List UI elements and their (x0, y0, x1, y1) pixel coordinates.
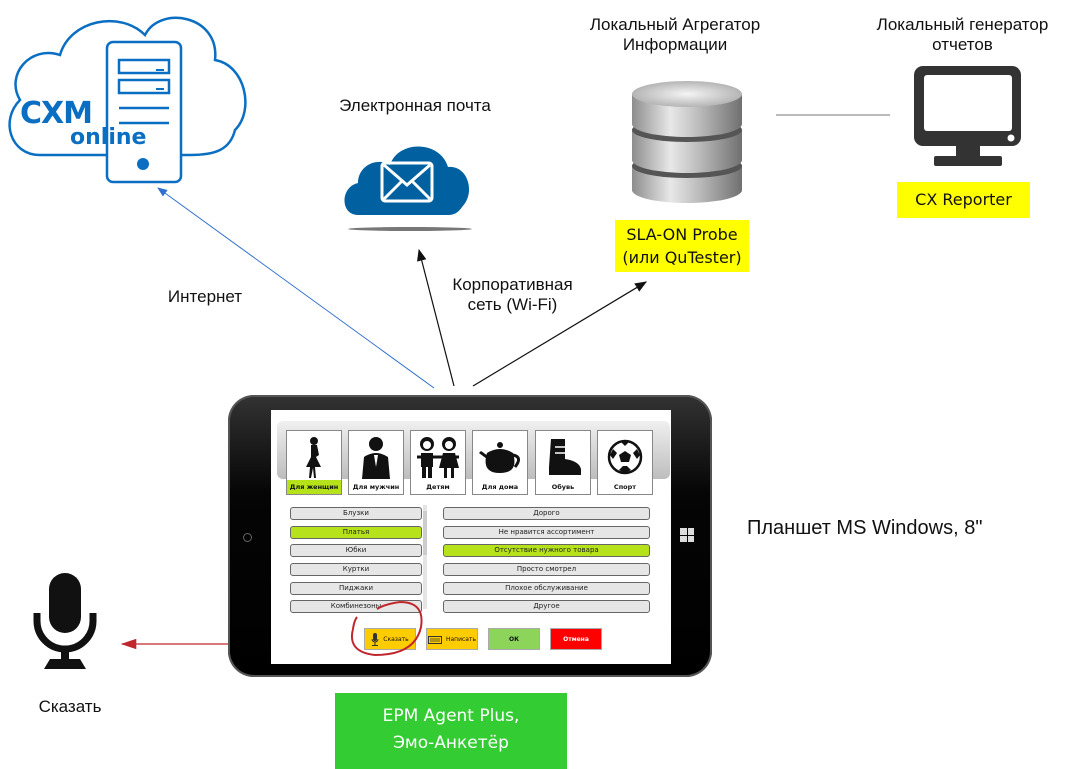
reason-option[interactable]: Не нравится ассортимент (443, 526, 650, 539)
reason-option[interactable]: Другое (443, 600, 650, 613)
online-logo-text: online (70, 125, 147, 150)
corporate-network-line2: сеть (Wi-Fi) (467, 295, 558, 314)
category-shoes[interactable]: Обувь (535, 430, 591, 495)
children-icon (417, 437, 459, 478)
category-label: Спорт (613, 483, 637, 491)
internet-link (157, 187, 435, 389)
category-home[interactable]: Для дома (472, 430, 528, 495)
aggregator-label-line2: Информации (622, 35, 728, 54)
item-option[interactable]: Юбки (290, 544, 422, 557)
microphone-label: Сказать (38, 697, 102, 716)
cxm-online-node: CXM online (0, 0, 250, 190)
windows-logo-icon (680, 528, 694, 542)
aggregator-label-line1: Локальный Агрегатор (589, 15, 761, 34)
items-scrollbar[interactable] (423, 505, 427, 609)
report-generator-label: Локальный генератор отчетов (855, 15, 1065, 55)
epm-agent-line2: Эмо-Анкетёр (393, 733, 509, 753)
aggregator-link (472, 281, 648, 387)
ok-button-label: ОК (508, 635, 519, 643)
cxm-logo-text: CXM (20, 96, 93, 131)
aggregator-label: Локальный Агрегатор Информации (565, 15, 785, 55)
category-label: Для мужчин (352, 483, 400, 491)
boot-icon (549, 439, 581, 475)
sla-on-probe-badge: SLA-ON Probe (или QuTester) (615, 220, 749, 272)
reason-option[interactable]: Плохое обслуживание (443, 582, 650, 595)
sla-on-probe-line1: SLA-ON Probe (626, 225, 738, 244)
item-option[interactable]: Блузки (290, 507, 422, 520)
reason-option[interactable]: Просто смотрел (443, 563, 650, 576)
corporate-network-label: Корпоративная сеть (Wi-Fi) (440, 275, 585, 315)
teapot-icon (479, 442, 520, 473)
corporate-network-line1: Корпоративная (452, 275, 573, 294)
database-icon (632, 81, 742, 203)
reason-option[interactable]: Отсутствие нужного товара (443, 544, 650, 557)
category-sport[interactable]: Спорт (597, 430, 653, 495)
report-generator-label-line1: Локальный генератор (876, 15, 1049, 34)
annotation-circle (351, 600, 423, 657)
microphone-small-icon (371, 632, 379, 646)
epm-agent-line1: EPM Agent Plus, (382, 706, 520, 726)
category-kids[interactable]: Детям (410, 430, 466, 495)
item-option[interactable]: Куртки (290, 563, 422, 576)
scrollbar-thumb[interactable] (423, 511, 427, 555)
soccer-ball-icon (607, 439, 643, 475)
item-option[interactable]: Платья (290, 526, 422, 539)
category-women[interactable]: Для женщин (286, 430, 342, 495)
category-label: Детям (426, 483, 450, 491)
cloud-server-icon (8, 16, 247, 184)
category-label: Для женщин (287, 480, 341, 494)
email-cloud-icon (344, 146, 472, 231)
email-link (417, 248, 455, 387)
camera-icon (243, 533, 252, 542)
monitor-icon (914, 66, 1021, 166)
category-label: Для дома (481, 483, 519, 491)
keyboard-icon (427, 636, 442, 644)
tablet-caption: Планшет MS Windows, 8" (747, 517, 983, 539)
sla-on-probe-line2: (или QuTester) (622, 248, 742, 267)
item-option[interactable]: Пиджаки (290, 582, 422, 595)
write-button-label: Написать (445, 635, 477, 643)
internet-label: Интернет (167, 287, 243, 306)
email-label: Электронная почта (339, 96, 491, 115)
cancel-button[interactable]: Отмена (550, 628, 602, 650)
write-button[interactable]: Написать (426, 628, 478, 650)
category-label: Обувь (551, 483, 575, 491)
cancel-button-label: Отмена (563, 635, 589, 643)
epm-agent-badge: EPM Agent Plus, Эмо-Анкетёр (335, 693, 567, 769)
ok-button[interactable]: ОК (488, 628, 540, 650)
say-button-label: Сказать (383, 635, 409, 643)
cx-reporter-badge: CX Reporter (897, 182, 1030, 218)
man-icon (362, 437, 390, 479)
microphone-icon (33, 573, 97, 669)
woman-icon (306, 437, 321, 478)
reason-option[interactable]: Дорого (443, 507, 650, 520)
report-generator-label-line2: отчетов (932, 35, 993, 54)
category-men[interactable]: Для мужчин (348, 430, 404, 495)
